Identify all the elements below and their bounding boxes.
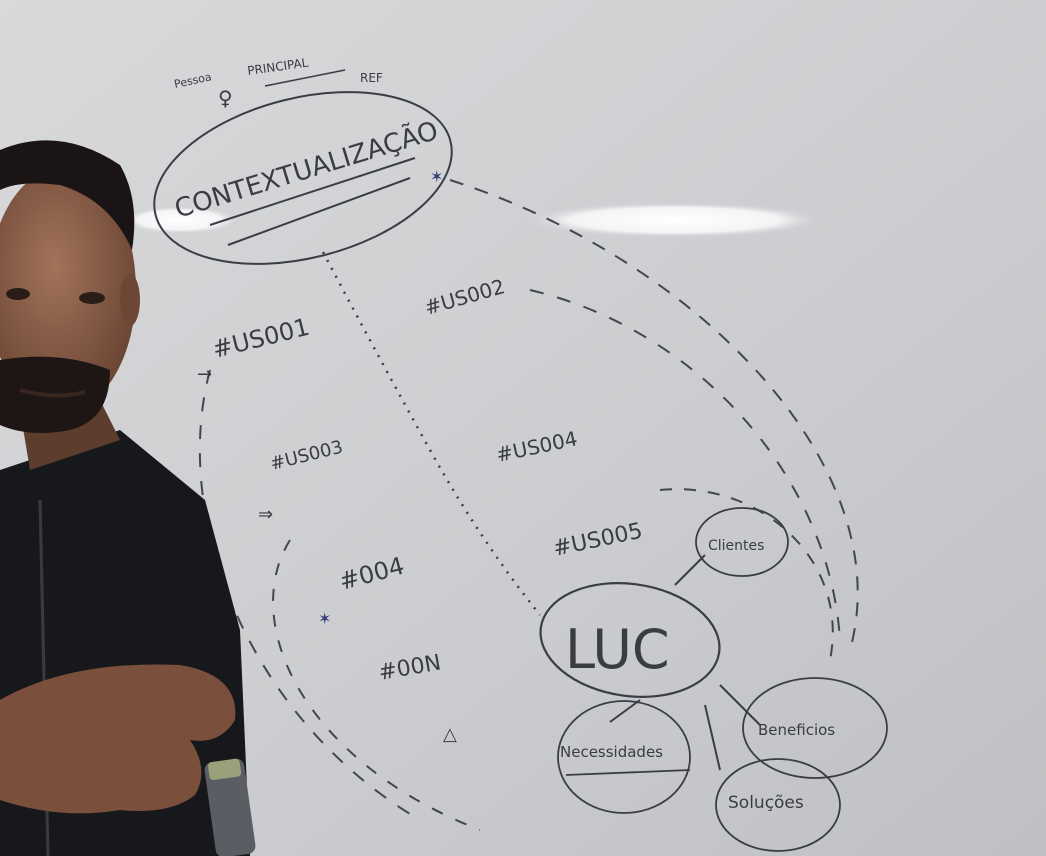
person-mouth	[19, 388, 86, 398]
dashed-arc-inner	[529, 289, 841, 641]
person-head	[0, 168, 136, 412]
star-icon-2: ✶	[318, 609, 331, 628]
dotted-connector	[321, 251, 541, 616]
connector-clientes	[674, 554, 706, 586]
dashed-arc-left	[198, 369, 421, 821]
light-glare	[525, 202, 825, 238]
marker-pen	[204, 758, 256, 856]
person-stick-icon: ♀	[218, 86, 233, 110]
title-ellipse	[153, 91, 453, 265]
person-ear	[120, 274, 140, 326]
solucoes-ellipse	[715, 758, 841, 852]
connector-beneficios	[719, 684, 761, 726]
person-hand	[0, 664, 236, 814]
arrow-icon: →	[197, 364, 212, 385]
star-icon: ✶	[430, 167, 443, 186]
clientes-ellipse	[695, 507, 789, 577]
arrow-icon-2: ⇒	[258, 504, 273, 525]
luc-text: LUC	[565, 618, 670, 681]
note-underline	[264, 69, 346, 87]
dashed-arc-lower	[659, 488, 834, 661]
light-glare-left	[120, 206, 240, 234]
person-eye-right	[79, 292, 105, 304]
person-eye-left	[6, 288, 30, 300]
necessidades-text: Necessidades	[560, 743, 663, 761]
person-hair	[0, 140, 135, 250]
beneficios-ellipse	[742, 677, 888, 779]
beneficios-text: Beneficios	[758, 721, 835, 739]
title-underline-2	[227, 177, 411, 246]
dashed-arc-left-2	[272, 539, 481, 831]
person	[0, 140, 256, 856]
clientes-text: Clientes	[708, 538, 764, 554]
necessidades-ellipse	[557, 700, 691, 814]
connector-solucoes	[704, 704, 721, 771]
dashed-arc-outer	[449, 179, 859, 651]
title-underline-1	[209, 157, 416, 226]
luc-ellipse	[539, 582, 721, 698]
necessidades-underline	[565, 769, 691, 776]
marker-cap	[207, 758, 242, 781]
note-ref: REF	[360, 71, 383, 85]
connector-necessidades	[609, 699, 641, 723]
triangle-icon: △	[443, 724, 457, 745]
solucoes-text: Soluções	[728, 793, 804, 813]
